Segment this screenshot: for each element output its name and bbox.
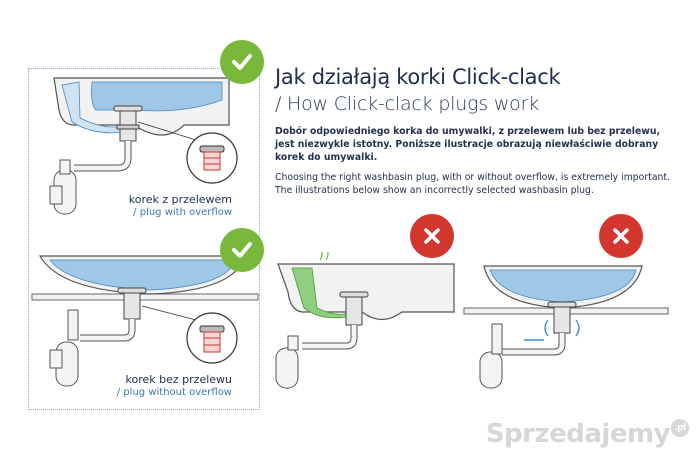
watermark: Sprzedajemy.pl	[486, 419, 689, 449]
sink-with-overflow-illustration	[49, 77, 238, 215]
label-plug-with-overflow-en: / plug with overflow	[133, 207, 232, 218]
watermark-suffix: .pl	[671, 419, 689, 437]
cross-icon	[599, 214, 643, 258]
description-polish: Dobór odpowiedniego korka do umywalki, z…	[275, 126, 661, 163]
page-title: Jak działają korki Click-clack	[275, 65, 561, 89]
sink-without-overflow-illustration	[31, 255, 259, 387]
page-subtitle: / How Click-clack plugs work	[275, 93, 540, 115]
check-icon	[220, 40, 264, 84]
cross-icon	[410, 214, 454, 258]
check-icon	[220, 228, 264, 272]
description-english: Choosing the right washbasin plug, with …	[275, 172, 671, 196]
watermark-text: Sprzedajemy	[485, 419, 671, 449]
label-plug-without-overflow-en: / plug without overflow	[116, 387, 232, 398]
wrong-sink-no-overflow-illustration	[463, 265, 669, 389]
label-plug-with-overflow-pl: korek z przelewem	[128, 193, 232, 206]
wrong-sink-overflow-illustration	[275, 252, 455, 389]
label-plug-without-overflow-pl: korek bez przelewu	[125, 373, 232, 386]
